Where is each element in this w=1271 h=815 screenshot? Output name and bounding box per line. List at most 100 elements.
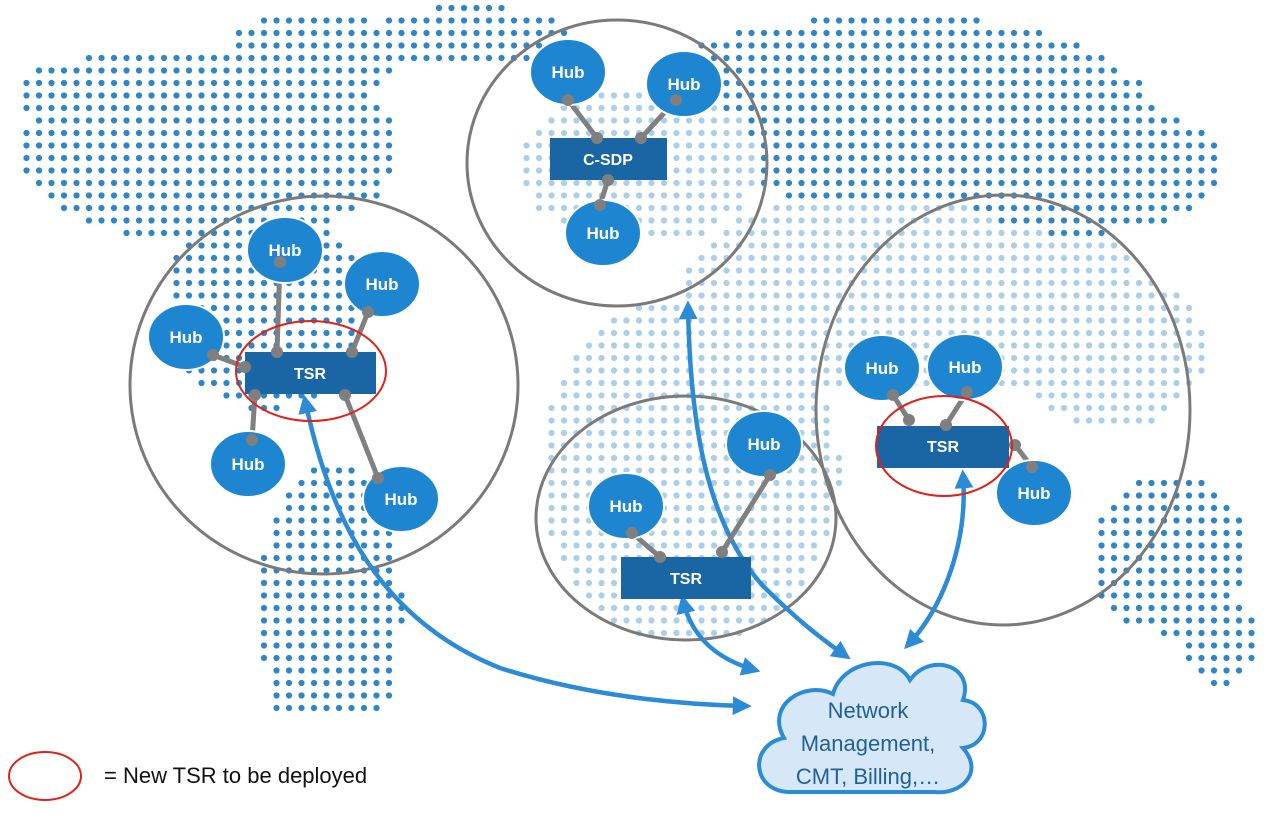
map-dot: [173, 142, 180, 149]
map-dot: [1160, 567, 1168, 574]
map-dot: [223, 192, 230, 199]
map-dot: [223, 92, 230, 99]
map-dot: [610, 392, 618, 399]
map-dot: [298, 329, 305, 337]
map-dot: [648, 467, 655, 474]
map-dot: [785, 529, 793, 537]
map-dot: [423, 42, 430, 49]
map-dot: [1060, 79, 1068, 87]
map-dot: [235, 267, 243, 274]
map-dot: [860, 292, 868, 299]
map-dot: [273, 604, 280, 612]
map-dot: [923, 279, 930, 287]
map-dot: [610, 379, 618, 387]
map-dot: [660, 229, 668, 237]
map-dot: [835, 354, 843, 362]
map-dot: [1135, 142, 1143, 149]
map-dot: [735, 279, 743, 287]
map-dot: [260, 142, 268, 149]
map-dot: [873, 54, 880, 62]
map-dot: [673, 479, 680, 487]
map-dot: [1035, 42, 1043, 49]
map-dot: [823, 317, 830, 324]
map-dot: [73, 154, 80, 162]
map-dot: [323, 217, 330, 224]
map-dot: [210, 167, 218, 174]
map-dot: [1185, 617, 1193, 624]
map-dot: [773, 604, 780, 612]
map-dot: [773, 567, 780, 574]
map-dot: [148, 192, 155, 199]
map-dot: [998, 79, 1005, 87]
map-dot: [948, 79, 955, 87]
map-dot: [298, 179, 305, 187]
map-dot: [1135, 292, 1143, 299]
map-dot: [723, 467, 730, 474]
map-dot: [848, 329, 855, 337]
map-dot: [810, 279, 818, 287]
map-dot: [1073, 304, 1080, 312]
map-dot: [1148, 104, 1155, 112]
map-dot: [223, 267, 230, 274]
map-dot: [173, 229, 180, 237]
map-dot: [235, 279, 243, 287]
map-dot: [710, 142, 718, 149]
map-dot: [860, 167, 868, 174]
map-dot: [235, 329, 243, 337]
map-dot: [1148, 554, 1155, 562]
map-dot: [248, 342, 255, 349]
map-dot: [598, 379, 605, 387]
map-dot: [60, 179, 68, 187]
map-dot: [923, 242, 930, 249]
map-dot: [585, 354, 593, 362]
map-dot: [1023, 104, 1030, 112]
map-dot: [335, 604, 343, 612]
map-dot: [698, 417, 705, 424]
map-dot: [735, 67, 743, 74]
map-dot: [848, 104, 855, 112]
map-dot: [260, 604, 268, 612]
map-dot: [385, 554, 393, 562]
map-dot: [785, 67, 793, 74]
map-dot: [860, 279, 868, 287]
map-dot: [135, 229, 143, 237]
map-dot: [760, 279, 768, 287]
map-dot: [810, 242, 818, 249]
map-dot: [248, 42, 255, 49]
map-dot: [260, 642, 268, 649]
map-dot: [985, 92, 993, 99]
map-dot: [23, 142, 30, 149]
map-dot: [1060, 304, 1068, 312]
map-dot: [835, 117, 843, 124]
map-dot: [835, 67, 843, 74]
map-dot: [648, 454, 655, 462]
map-dot: [748, 129, 755, 137]
map-dot: [673, 154, 680, 162]
map-dot: [273, 192, 280, 199]
map-dot: [110, 217, 118, 224]
map-dot: [1110, 142, 1118, 149]
map-dot: [673, 542, 680, 549]
map-dot: [198, 204, 205, 212]
map-dot: [273, 129, 280, 137]
map-dot: [1085, 79, 1093, 87]
map-dot: [785, 542, 793, 549]
map-dot: [1173, 342, 1180, 349]
map-dot: [748, 42, 755, 49]
map-dot: [173, 179, 180, 187]
map-dot: [348, 692, 355, 699]
map-dot: [823, 42, 830, 49]
map-dot: [560, 204, 568, 212]
map-dot: [798, 417, 805, 424]
map-dot: [1060, 192, 1068, 199]
map-dot: [773, 492, 780, 499]
map-dot: [985, 229, 993, 237]
map-dot: [1185, 567, 1193, 574]
map-dot: [1110, 129, 1118, 137]
map-dot: [1110, 504, 1118, 512]
map-dot: [660, 454, 668, 462]
map-dot: [573, 504, 580, 512]
map-dot: [810, 254, 818, 262]
map-dot: [1235, 629, 1243, 637]
map-dot: [710, 217, 718, 224]
